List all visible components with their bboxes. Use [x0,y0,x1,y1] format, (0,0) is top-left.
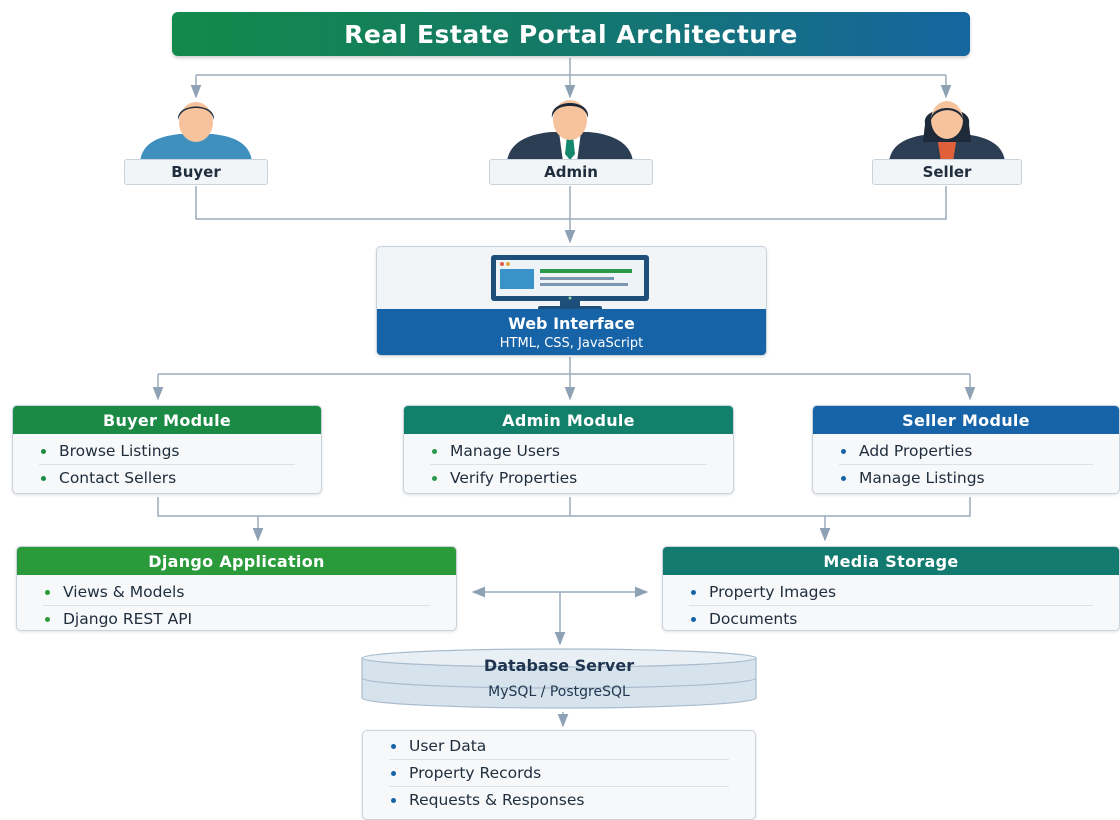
admin-module-card: Admin Module Manage Users Verify Propert… [403,405,734,494]
list-item: Documents [689,606,1093,630]
actor-label: Admin [544,163,598,181]
list-item: Django REST API [43,606,430,630]
list-item: Requests & Responses [389,787,729,813]
database-server-node: Database Server MySQL / PostgreSQL [360,648,758,710]
django-application-title: Django Application [17,547,456,575]
django-application-card: Django Application Views & Models Django… [16,546,457,631]
buyer-module-card: Buyer Module Browse Listings Contact Sel… [12,405,322,494]
list-item: Browse Listings [39,438,295,465]
database-subtitle: MySQL / PostgreSQL [488,684,630,700]
seller-module-card: Seller Module Add Properties Manage List… [812,405,1120,494]
seller-module-list: Add Properties Manage Listings [813,434,1119,491]
actor-label: Buyer [171,163,221,181]
media-storage-list: Property Images Documents [663,575,1119,630]
edge-modules-merge [157,497,971,517]
actor-admin: Admin [489,159,653,185]
database-data-list: User Data Property Records Requests & Re… [363,731,755,813]
database-cylinder-icon [361,648,757,709]
buyer-person-icon [140,102,252,162]
seller-module-title: Seller Module [813,406,1119,434]
media-storage-card: Media Storage Property Images Documents [662,546,1120,631]
admin-person-icon [507,100,633,162]
actor-seller: Seller [872,159,1022,185]
list-item: Manage Listings [839,465,1093,491]
database-data-card: User Data Property Records Requests & Re… [362,730,756,820]
web-interface-band: Web Interface HTML, CSS, JavaScript [377,309,766,355]
diagram-title: Real Estate Portal Architecture [172,12,970,56]
monitor-icon [491,255,649,310]
admin-module-title: Admin Module [404,406,733,434]
actor-label: Seller [922,163,972,181]
list-item: Verify Properties [430,465,707,491]
list-item: Property Images [689,579,1093,606]
list-item: Property Records [389,760,729,787]
web-interface-title: Web Interface [508,313,635,333]
list-item: Add Properties [839,438,1093,465]
list-item: Views & Models [43,579,430,606]
django-application-list: Views & Models Django REST API [17,575,456,630]
list-item: Contact Sellers [39,465,295,491]
seller-person-icon [889,101,1005,162]
buyer-module-title: Buyer Module [13,406,321,434]
database-title: Database Server [483,656,635,675]
list-item: User Data [389,733,729,760]
list-item: Manage Users [430,438,707,465]
web-interface-subtitle: HTML, CSS, JavaScript [499,335,644,351]
media-storage-title: Media Storage [663,547,1119,575]
web-interface-node: Web Interface HTML, CSS, JavaScript [376,246,767,356]
edge-actors-merge [195,186,947,220]
admin-module-list: Manage Users Verify Properties [404,434,733,491]
buyer-module-list: Browse Listings Contact Sellers [13,434,321,491]
actor-buyer: Buyer [124,159,268,185]
